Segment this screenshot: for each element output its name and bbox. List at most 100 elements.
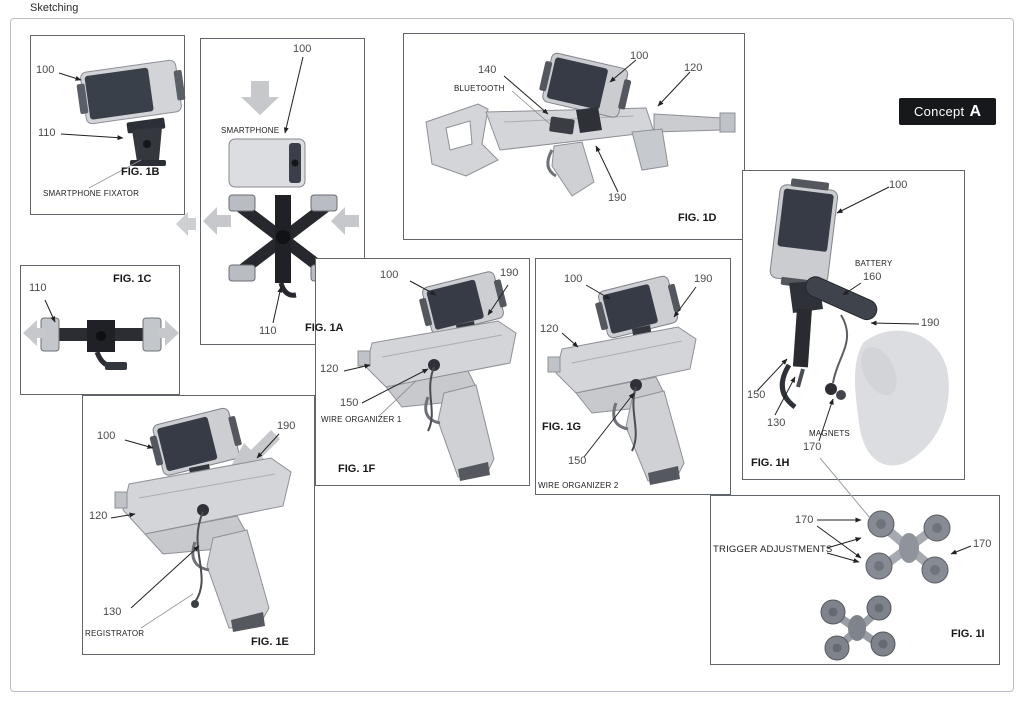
arrow-trigger-b xyxy=(826,552,860,563)
fig1h-ref-190: 190 xyxy=(921,317,940,329)
fig1b-caption: FIG. 1B xyxy=(121,166,160,178)
pointer-fixator xyxy=(88,159,142,189)
fig1e-note-registrator: REGISTRATOR xyxy=(85,629,145,638)
fixator-front-icon xyxy=(40,317,162,370)
fig1h-ref-100: 100 xyxy=(889,179,908,191)
fig1f-ref-120: 120 xyxy=(320,363,339,375)
arrow-170-left-b xyxy=(816,525,862,559)
smartphone-icon xyxy=(595,275,681,339)
fig1i-sketch xyxy=(816,510,972,661)
pointer-organizer xyxy=(377,380,417,418)
magnet-pad-top-icon xyxy=(865,510,951,584)
wire-organizer xyxy=(630,379,642,391)
magnet-connector-2 xyxy=(836,390,846,400)
pointer-bluetooth xyxy=(511,90,551,125)
fig1g-ref-150: 150 xyxy=(568,455,587,467)
concept-badge: Concept A xyxy=(899,98,996,125)
concept-badge-label: Concept xyxy=(913,104,965,119)
fig1h-ref-130: 130 xyxy=(767,417,786,429)
right-arrow-icon xyxy=(157,320,179,346)
fig1i-caption: FIG. 1I xyxy=(951,628,985,640)
ghost-hand-icon xyxy=(855,330,949,466)
wire xyxy=(631,386,637,452)
left-arrow-icon-2 xyxy=(203,207,231,235)
arrow-110 xyxy=(272,286,283,324)
panel-fig1e: 100 190 120 130 REGISTRATOR FIG. 1E xyxy=(82,395,315,655)
fig1d-ref-190: 190 xyxy=(608,192,627,204)
battery-icon xyxy=(805,276,878,321)
registrator-blob xyxy=(197,504,209,516)
panel-fig1g: 100 120 190 FIG. 1G 150 WIRE ORGANIZER 2 xyxy=(535,258,731,495)
fig1e-ref-130: 130 xyxy=(103,606,122,618)
panel-fig1i: 170 TRIGGER ADJUSTMENTS 170 FIG. 1I xyxy=(710,495,1000,665)
wire xyxy=(832,314,849,384)
fig1i-ref-170-right: 170 xyxy=(973,538,992,550)
fig1h-ref-160: 160 xyxy=(863,271,882,283)
fig1g-ref-120: 120 xyxy=(540,323,559,335)
arrow-150 xyxy=(361,368,429,404)
fig1b-ref-100: 100 xyxy=(36,64,55,76)
fig1f-ref-150: 150 xyxy=(340,397,359,409)
fig1e-ref-190: 190 xyxy=(277,420,296,432)
fig1d-ref-100: 100 xyxy=(630,50,649,62)
magnet-pad-bottom-icon xyxy=(820,595,896,661)
fig1d-ref-140: 140 xyxy=(478,64,497,76)
fig1h-note-battery: BATTERY xyxy=(855,259,893,268)
fig1f-ref-100: 100 xyxy=(380,269,399,281)
fig1b-note-fixator: SMARTPHONE FIXATOR xyxy=(43,189,140,198)
wire xyxy=(427,366,435,432)
wire-organizer xyxy=(428,359,440,371)
fig1a-ref-100: 100 xyxy=(293,43,312,55)
fig1i-ref-170-left: 170 xyxy=(795,514,814,526)
arrow-130 xyxy=(774,376,796,416)
fig1g-ref-190: 190 xyxy=(694,273,713,285)
fig1f-note-organizer: WIRE ORGANIZER 1 xyxy=(321,415,402,424)
left-arrow-icon xyxy=(331,207,359,235)
fig1g-ref-100: 100 xyxy=(564,273,583,285)
registrator-wire xyxy=(194,511,204,603)
fig1a-ref-110: 110 xyxy=(259,325,277,337)
arrow-100 xyxy=(124,439,154,449)
smartphone-icon xyxy=(419,271,507,335)
arrow-190 xyxy=(673,286,697,318)
arrow-160 xyxy=(842,282,862,296)
pointer-registrator xyxy=(140,593,194,629)
arrow-120 xyxy=(343,363,371,372)
smartphone-icon xyxy=(769,178,839,290)
fig1c-caption: FIG. 1C xyxy=(113,273,152,285)
arrow-100 xyxy=(58,72,82,81)
mount-post xyxy=(576,107,602,133)
panel-fig1h: 100 BATTERY 160 190 150 130 MAGNETS 170 … xyxy=(742,170,965,480)
fig1h-ref-150: 150 xyxy=(747,389,766,401)
fig1d-sketch xyxy=(425,52,736,197)
fig1h-sketch xyxy=(756,178,949,466)
arrow-190 xyxy=(487,284,509,316)
fig1d-note-bluetooth: BLUETOOTH xyxy=(454,84,505,93)
fig1h-note-magnets: MAGNETS xyxy=(809,429,850,438)
arrow-trigger-a xyxy=(826,537,862,549)
fig1h-caption: FIG. 1H xyxy=(751,457,790,469)
fig1h-ref-170: 170 xyxy=(803,441,822,453)
fig1c-ref-110: 110 xyxy=(29,282,47,294)
bluetooth-module xyxy=(549,116,575,135)
panel-fig1f: 100 190 120 150 WIRE ORGANIZER 1 FIG. 1F xyxy=(315,258,530,486)
pistol-sketch-icon xyxy=(547,326,697,485)
fig1f-ref-190: 190 xyxy=(500,267,519,279)
fig1i-note-trigger: TRIGGER ADJUSTMENTS xyxy=(713,544,833,555)
down-arrow-icon xyxy=(241,81,279,115)
smartphone-icon xyxy=(76,59,186,125)
arrow-170 xyxy=(818,398,834,442)
pistol-sketch-icon xyxy=(357,320,517,481)
arrow-170-right xyxy=(950,545,972,555)
sheet-title: Sketching xyxy=(30,2,79,14)
fig1f-caption: FIG. 1F xyxy=(338,463,376,475)
arrow-100 xyxy=(283,56,304,134)
fig1f-sketch xyxy=(343,271,517,481)
pistol-sketch-icon xyxy=(114,457,292,632)
fig1b-sketch xyxy=(58,59,186,189)
fixator-icon xyxy=(126,117,166,166)
fig1a-note-smartphone: SMARTPHONE xyxy=(221,126,280,135)
fig1b-ref-110: 110 xyxy=(38,127,56,139)
arrow-190 xyxy=(256,433,280,459)
arrow-120 xyxy=(110,512,136,519)
